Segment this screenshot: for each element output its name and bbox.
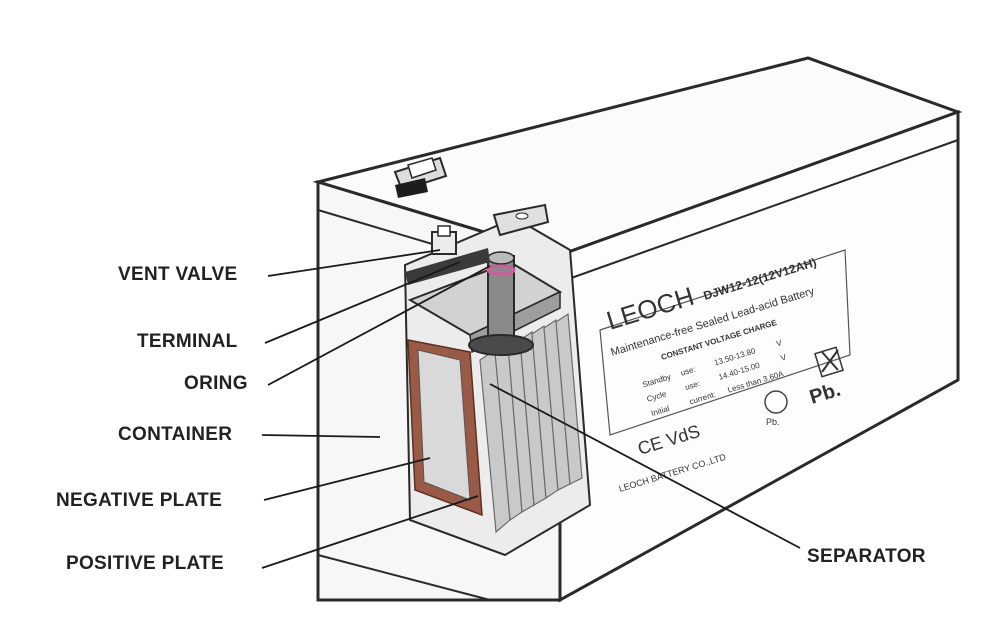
leader-lines [261,249,801,569]
positive-plates [479,312,583,534]
row-standby-use: use: [680,365,697,378]
lid-edge-side [559,139,959,283]
callout-vent-valve: VENT VALVE [118,264,238,285]
bin-icon [814,346,844,378]
front-terminal-tab [492,203,550,237]
oring-ring [486,264,516,276]
callout-positive-plate: POSITIVE PLATE [66,553,224,574]
row-cycle-use: use: [684,379,701,392]
callout-oring: ORING [184,373,248,394]
rear-terminal [393,156,448,198]
cutaway-section [403,203,592,557]
row-standby-unit: V [775,338,783,348]
callout-container: CONTAINER [118,424,233,445]
callout-separator: SEPARATOR [807,546,926,567]
recycle-icon [764,390,788,414]
callout-terminal: TERMINAL [137,331,238,352]
base-edge [317,554,491,601]
callout-negative-plate: NEGATIVE PLATE [56,490,223,511]
row-cycle-unit: V [780,352,788,362]
label-recycle-pb: Pb. [766,417,780,427]
